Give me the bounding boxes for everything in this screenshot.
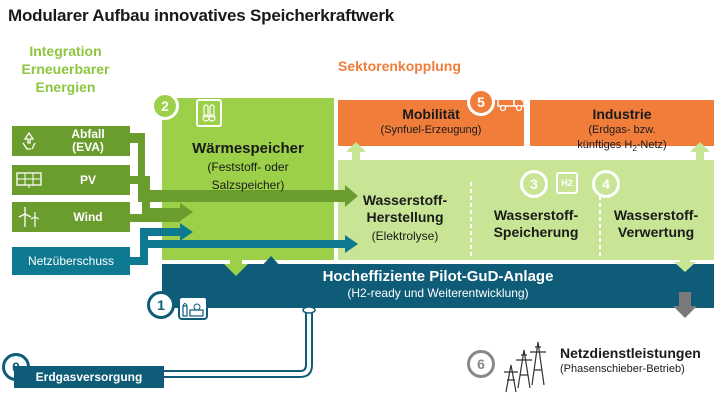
arrow-abfall: [130, 133, 358, 207]
arrow-netz: [130, 223, 358, 265]
hydrogen-tank-icon: H2: [556, 172, 578, 194]
integration-line-3: Energien: [35, 79, 96, 95]
circle-3: 3: [520, 170, 548, 198]
industrie-sub-2-sub: 2: [632, 144, 637, 154]
industrie-sub-2: künftiges H2-Netz): [530, 139, 714, 155]
verwertung-line-2: Verwertung: [617, 224, 695, 240]
netzdienst-text: Netzdienstleistungen (Phasenschieber-Bet…: [560, 345, 720, 375]
source-wind: Wind: [12, 202, 130, 232]
integration-line-1: Integration: [29, 43, 102, 59]
thermometer-icon: [196, 99, 222, 127]
circle-6: 6: [467, 350, 495, 378]
speicherung-line-1: Wasserstoff-: [493, 207, 579, 223]
abfall-label-1: Abfall: [71, 127, 105, 141]
source-pv: PV: [12, 165, 130, 195]
arrow-gud-out: [673, 292, 697, 318]
arrow-wind: [130, 214, 180, 222]
circle-5: 5: [467, 88, 495, 116]
gas-pipe: [150, 306, 316, 378]
sektorkopplung-heading: Sektorenkopplung: [338, 58, 461, 74]
erdgasversorgung-box: Erdgasversorgung: [14, 366, 164, 388]
herstellung-line-1: Wasserstoff-: [362, 192, 448, 208]
industrie-sub-2-post: -Netz): [636, 139, 667, 151]
integration-heading: Integration Erneuerbarer Energien: [8, 42, 123, 96]
circle-2: 2: [151, 92, 179, 120]
netzdienst-title: Netzdienstleistungen: [560, 345, 701, 361]
industrie-title: Industrie: [592, 106, 652, 122]
herstellung-sub: (Elektrolyse): [371, 229, 439, 243]
gud-block: Hocheffiziente Pilot-GuD-Anlage (H2-read…: [162, 264, 714, 308]
page-title: Modularer Aufbau innovatives Speicherkra…: [8, 6, 395, 25]
solar-panel-icon: [12, 171, 46, 189]
herstellung-text: Wasserstoff- Herstellung (Elektrolyse): [345, 192, 465, 245]
source-abfall: Abfall (EVA): [12, 126, 130, 156]
abfall-label-2: (EVA): [72, 140, 104, 154]
integration-line-2: Erneuerbarer: [21, 61, 110, 77]
industrie-block: Industrie (Erdgas- bzw. künftiges H2-Net…: [530, 100, 714, 153]
arrow-verwertung-down: [674, 252, 696, 272]
industrie-sub-2-pre: künftiges H: [577, 139, 633, 151]
power-plant-icon: [178, 296, 208, 320]
power-pylon-icon: [504, 341, 546, 393]
verwertung-text: Wasserstoff- Verwertung: [602, 207, 710, 241]
truck-icon: [497, 92, 525, 117]
mobilitaet-title: Mobilität: [402, 106, 460, 122]
arrow-to-mobilitaet: [346, 142, 366, 160]
verwertung-line-1: Wasserstoff-: [613, 207, 699, 223]
arrow-waerme-down: [224, 256, 248, 276]
circle-1: 1: [147, 291, 175, 319]
wind-label: Wind: [73, 209, 103, 224]
waermespeicher-sub-2: Salzspeicher): [211, 178, 285, 192]
gud-title: Hocheffiziente Pilot-GuD-Anlage: [322, 268, 554, 285]
arrow-pv: [130, 176, 193, 221]
speicherung-text: Wasserstoff- Speicherung: [476, 207, 596, 241]
source-netzueberschuss: Netzüberschuss: [12, 247, 130, 275]
herstellung-line-2: Herstellung: [366, 209, 444, 225]
wind-turbine-icon: [12, 206, 46, 228]
mobilitaet-sub: (Synfuel-Erzeugung): [380, 124, 482, 136]
industrie-sub-1: (Erdgas- bzw.: [588, 124, 656, 136]
speicherung-line-2: Speicherung: [493, 224, 579, 240]
waermespeicher-title: Wärmespeicher: [192, 140, 304, 157]
arrow-to-industrie: [690, 142, 710, 160]
waermespeicher-text: Wärmespeicher (Feststoff- oder Salzspeic…: [162, 140, 334, 193]
waermespeicher-sub-1: (Feststoff- oder: [207, 160, 289, 174]
arrow-gud-up: [260, 256, 282, 280]
pv-label: PV: [79, 172, 96, 187]
recycle-icon: [12, 131, 46, 151]
netzdienst-sub: (Phasenschieber-Betrieb): [560, 363, 685, 375]
gud-sub: (H2-ready und Weiterentwicklung): [347, 286, 529, 300]
circle-4: 4: [592, 170, 620, 198]
